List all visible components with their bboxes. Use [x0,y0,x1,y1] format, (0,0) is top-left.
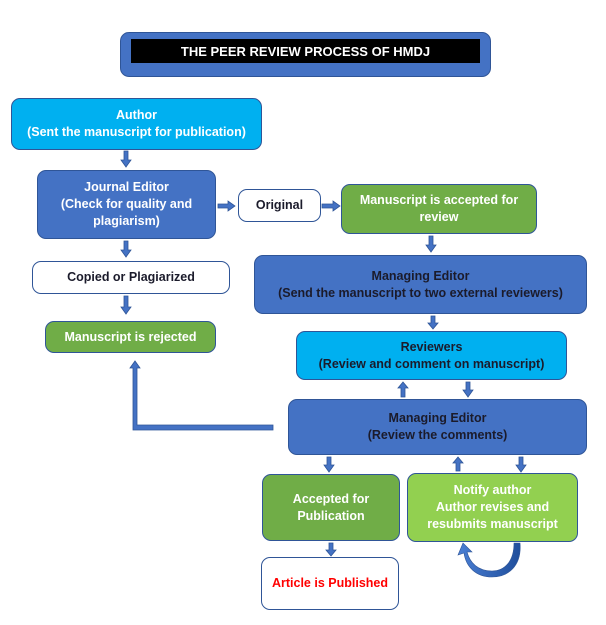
arrow-managing-review-to-rejected [129,360,274,431]
node-copied-label: Copied or Plagiarized [67,270,195,284]
node-article-published: Article is Published [261,557,399,610]
node-journal-editor-title: Journal Editor [84,180,169,194]
diagram-title: THE PEER REVIEW PROCESS OF HMDJ [131,39,480,63]
node-accepted-for-review-line1: Manuscript is accepted for [359,193,519,207]
node-author-desc: (Sent the manuscript for publication) [27,125,246,139]
node-accepted-for-review-line2: review [419,210,459,224]
node-notify-author-line3: resubmits manuscript [427,517,558,531]
node-journal-editor-desc-1: (Check for quality and [60,197,193,211]
node-notify-author-line2: Author revises and [435,500,550,514]
node-managing-editor-review: Managing Editor (Review the comments) [288,399,587,455]
node-managing-editor-review-title: Managing Editor [388,411,487,425]
arrow-accepted-review-to-managing-editor [425,235,437,253]
arrow-managing-review-to-accepted-publication [323,456,335,473]
arrow-accepted-publication-to-published [325,542,337,557]
arrow-journal-editor-to-copied [120,240,132,258]
node-managing-editor-review-desc: (Review the comments) [367,428,508,442]
node-copied-or-plagiarized: Copied or Plagiarized [32,261,230,294]
node-managing-editor-send-desc: (Send the manuscript to two external rev… [278,285,563,300]
node-author-title: Author [116,108,157,122]
node-reviewers-title: Reviewers [400,339,463,354]
node-notify-author-line1: Notify author [453,483,532,497]
arrow-managing-review-to-notify [515,456,527,473]
arrow-author-to-journal-editor [120,150,132,168]
node-managing-editor-send: Managing Editor (Send the manuscript to … [254,255,587,314]
node-original-label: Original [255,198,304,212]
node-notify-author: Notify author Author revises and resubmi… [407,473,578,542]
node-manuscript-rejected: Manuscript is rejected [45,321,216,353]
node-original: Original [238,189,321,222]
node-published-label: Article is Published [271,576,388,590]
node-accepted-publication-line1: Accepted for [292,491,370,506]
node-reviewers: Reviewers (Review and comment on manuscr… [296,331,567,380]
node-author: Author (Sent the manuscript for publicat… [11,98,262,150]
node-journal-editor-desc-2: plagiarism) [93,214,160,228]
node-accepted-publication-line2: Publication [297,508,365,523]
node-rejected-label: Manuscript is rejected [64,329,197,344]
arrow-original-to-accepted-review [321,200,341,212]
arrow-notify-to-managing-review [452,456,464,472]
arrow-reviewers-to-managing-review [462,381,474,398]
node-reviewers-desc: (Review and comment on manuscript) [318,356,545,371]
node-accepted-for-review: Manuscript is accepted for review [341,184,537,234]
node-journal-editor: Journal Editor (Check for quality and pl… [37,170,216,239]
arrow-revise-loop [457,542,521,578]
arrow-copied-to-rejected [120,295,132,315]
arrow-journal-editor-to-original [217,200,236,212]
node-accepted-for-publication: Accepted for Publication [262,474,400,541]
arrow-managing-review-to-reviewers [397,381,409,398]
arrow-managing-editor-to-reviewers [427,315,439,330]
node-managing-editor-send-title: Managing Editor [371,268,470,283]
title-banner: THE PEER REVIEW PROCESS OF HMDJ [120,32,491,77]
